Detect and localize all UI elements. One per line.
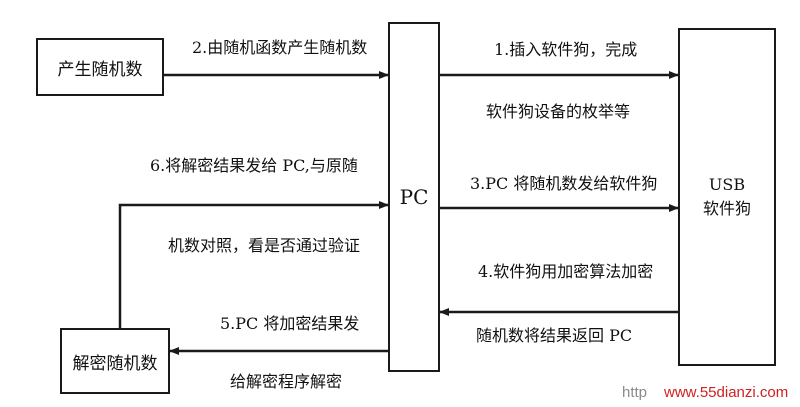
edge-label-step1-line2: 软件狗设备的枚举等 [486, 102, 631, 121]
watermark-url: www.55dianzi.com [664, 384, 789, 401]
edge-label-step5-line1: 5.PC 将加密结果发 [220, 314, 360, 333]
node-usb-label-line2: 软件狗 [702, 199, 751, 218]
edge-label-step1-line1: 1.插入软件狗，完成 [494, 40, 638, 59]
node-decrypt-label: 解密随机数 [72, 353, 158, 374]
watermark-prefix: http [622, 384, 648, 401]
node-pc-label: PC [399, 185, 429, 209]
edge-label-step4-line2: 随机数将结果返回 PC [476, 326, 633, 345]
node-pc: PC [388, 22, 440, 372]
edge-label-step6-line1: 6.将解密结果发给 PC,与原随 [150, 156, 358, 175]
arrow-decrypt-to-pc [118, 201, 389, 330]
node-usb-dongle: USB 软件狗 [678, 28, 776, 366]
edge-label-step6-line2: 机数对照，看是否通过验证 [168, 236, 361, 255]
node-random-generator-label: 产生随机数 [57, 59, 143, 80]
node-random-generator: 产生随机数 [36, 38, 164, 96]
node-usb-label-line1: USB [708, 175, 746, 194]
edge-label-step3: 3.PC 将随机数发给软件狗 [470, 174, 658, 193]
edge-label-step4-line1: 4.软件狗用加密算法加密 [478, 262, 654, 281]
node-decrypt: 解密随机数 [60, 328, 170, 394]
edge-label-step2: 2.由随机函数产生随机数 [192, 38, 368, 57]
edge-label-step5-line2: 给解密程序解密 [230, 372, 343, 391]
